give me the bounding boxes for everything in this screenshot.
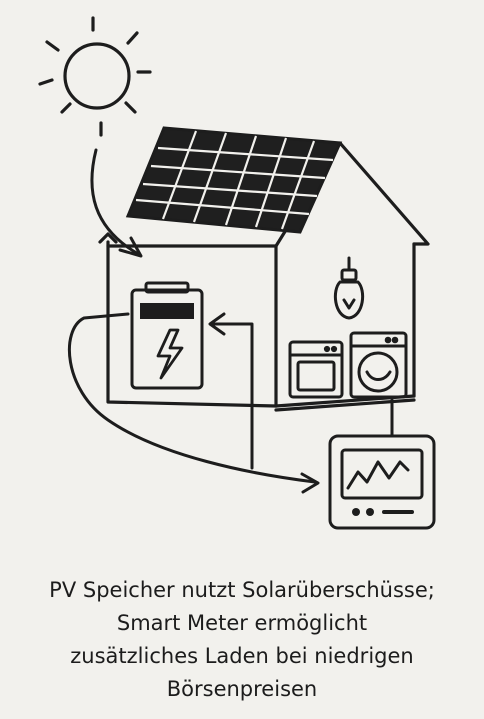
caption-line-1: PV Speicher nutzt Solarüberschüsse; <box>49 577 435 602</box>
battery-to-meter-arrow <box>67 312 320 494</box>
battery-icon <box>130 281 204 390</box>
caption-line-3: zusätzliches Laden bei niedrigen <box>70 643 414 668</box>
lightning-icon <box>156 328 184 380</box>
smart-meter-icon <box>328 434 436 530</box>
washing-machine-icon <box>349 331 408 399</box>
energy-system-illustration <box>38 16 436 530</box>
light-bulb-icon <box>333 256 365 320</box>
diagram-caption: PV Speicher nutzt Solarüberschüsse; Smar… <box>0 560 484 719</box>
caption-line-2: Smart Meter ermöglicht <box>116 610 368 635</box>
caption-line-4: Börsenpreisen <box>166 676 318 701</box>
oven-icon <box>288 340 344 399</box>
sun-icon <box>38 16 152 137</box>
solar-panel-icon <box>125 126 343 234</box>
grid-charge-arrow <box>208 312 254 470</box>
